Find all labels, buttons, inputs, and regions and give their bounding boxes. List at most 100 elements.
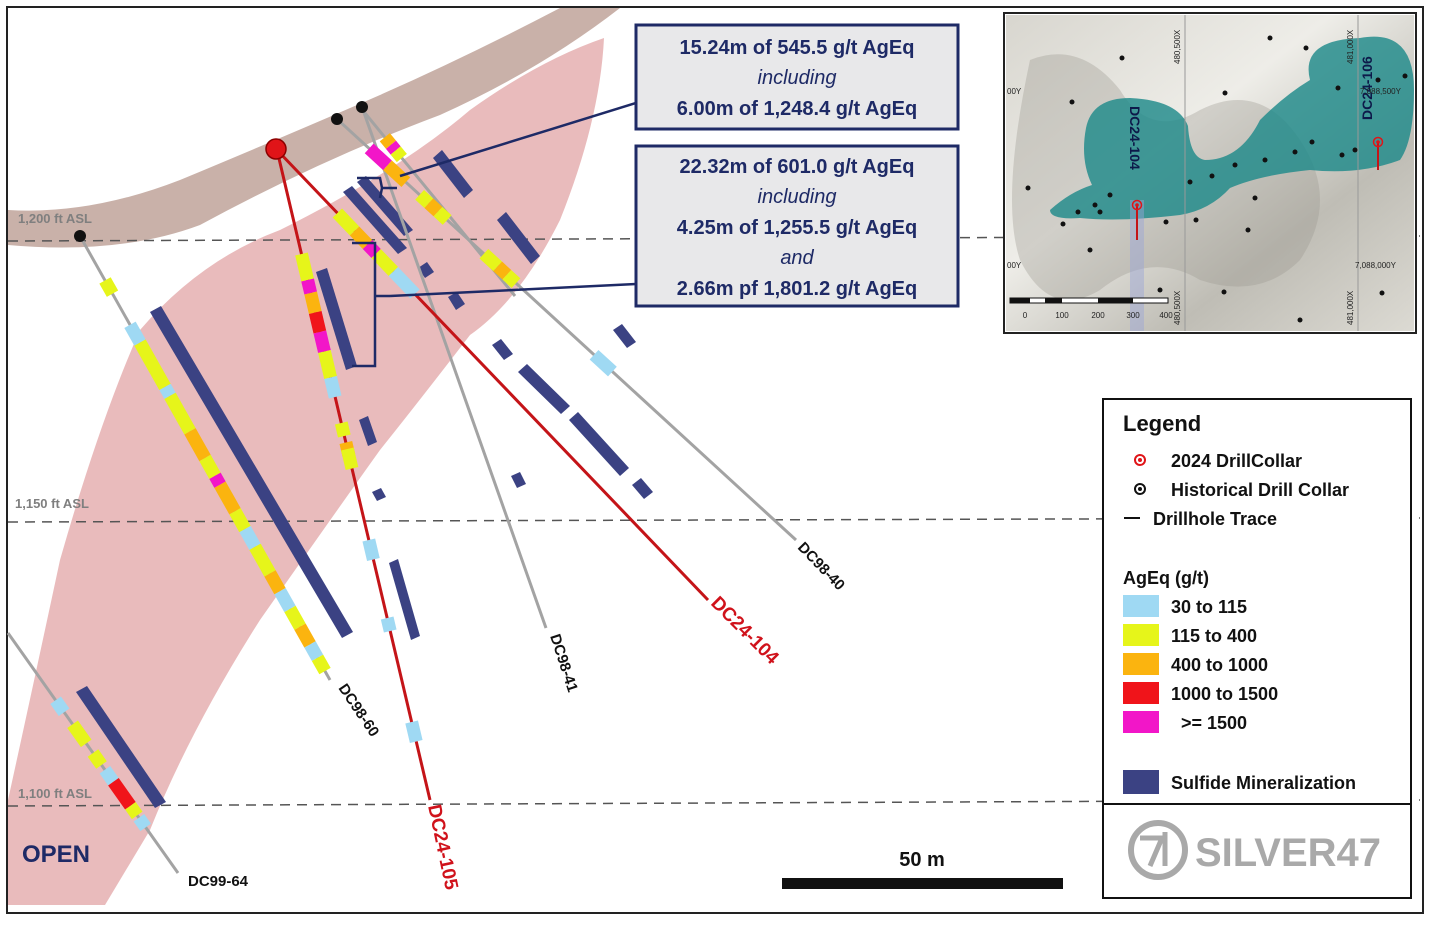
legend-grade-label: 30 to 115	[1171, 597, 1247, 617]
legend-swatch	[1123, 682, 1159, 704]
sulfide-bars	[76, 150, 653, 808]
assay-interval	[362, 538, 380, 561]
scale-bar-line	[782, 878, 1063, 889]
historical-collar	[331, 113, 343, 125]
callout-1-line-3: 6.00m of 1,248.4 g/t AgEq	[677, 98, 917, 120]
assay-interval	[108, 778, 136, 810]
new-collar	[265, 138, 287, 160]
historical-collar	[356, 101, 368, 113]
assay-interval	[383, 160, 411, 187]
inset-coord: 7,088,500Y	[1360, 87, 1402, 96]
sulfide-bar	[448, 292, 465, 310]
inset-mineralization	[1050, 36, 1414, 220]
assay-interval	[295, 252, 314, 282]
assay-interval	[249, 543, 276, 577]
sulfide-bar	[150, 306, 353, 638]
assay-interval	[67, 720, 92, 748]
assay-interval	[308, 311, 327, 334]
assay-interval	[405, 720, 423, 743]
inset-coord: 00Y	[1007, 87, 1022, 96]
sulfide-bar	[316, 268, 357, 370]
callout-1: 15.24m of 545.5 g/t AgEq including 6.00m…	[634, 23, 960, 131]
inset-scale-tick: 0	[1023, 311, 1028, 320]
callout-box-2	[634, 144, 960, 308]
assay-interval	[301, 278, 317, 295]
callout-connectors	[352, 101, 637, 368]
callout-2-line-4: and	[780, 247, 814, 269]
assay-interval	[239, 525, 261, 550]
legend-label-new-collar: 2024 DrillCollar	[1171, 451, 1302, 471]
assay-interval	[371, 249, 399, 276]
assay-interval	[87, 749, 107, 769]
assay-interval	[284, 605, 306, 630]
legend-swatch	[1123, 595, 1159, 617]
legend-label-hist-collar: Historical Drill Collar	[1171, 480, 1349, 500]
assay-interval	[380, 616, 397, 633]
assay-interval	[50, 696, 70, 716]
assay-interval	[334, 421, 351, 438]
assay-interval	[99, 277, 119, 297]
callout-2-line-2: including	[758, 186, 837, 208]
assay-interval	[274, 588, 296, 613]
scale-bar: 50 m	[782, 849, 1063, 889]
scale-bar-label: 50 m	[899, 849, 945, 871]
inset-label-dc24-104: DC24-104	[1127, 106, 1143, 170]
assay-interval	[379, 133, 397, 149]
open-label: OPEN	[22, 841, 90, 868]
logo-text: SILVER47	[1195, 831, 1381, 875]
bracket-1	[357, 176, 397, 199]
mineralized-zone	[8, 38, 604, 905]
sulfide-bar	[359, 416, 377, 446]
legend-swatch	[1123, 624, 1159, 646]
assay-interval	[133, 814, 152, 832]
inset-coord: 481,000X	[1346, 290, 1355, 325]
legend-frame	[1102, 398, 1412, 899]
assay-interval	[385, 140, 401, 155]
legend-grade-list: 30 to 115 115 to 400 400 to 1000 1000 to…	[1123, 595, 1278, 733]
legend-title: Legend	[1123, 411, 1201, 436]
inset-coord: 480,500X	[1173, 290, 1182, 325]
label-dc99-64: DC99-64	[188, 873, 249, 890]
assay-interval	[164, 392, 196, 435]
assay-interval	[415, 189, 434, 208]
assay-interval	[341, 447, 359, 470]
sulfide-bar	[389, 559, 420, 640]
assay-interval	[364, 143, 392, 171]
assay-interval	[264, 570, 286, 595]
sulfide-bar	[511, 472, 526, 488]
assay-interval	[318, 350, 337, 379]
connector-2	[389, 282, 637, 298]
assay-interval	[388, 267, 420, 299]
assay-interval	[199, 454, 221, 479]
black-collar-icon	[1134, 483, 1146, 495]
asl-label-1100: 1,100 ft ASL	[18, 786, 92, 801]
callout-box-1	[634, 23, 960, 131]
legend-grade-label: 1000 to 1500	[1171, 684, 1278, 704]
assay-interval	[493, 261, 512, 280]
assay-interval	[479, 248, 503, 272]
historical-collar	[74, 230, 86, 242]
assay-interval	[184, 428, 211, 462]
legend-sulfide-label: Sulfide Mineralization	[1171, 773, 1356, 793]
connector-1	[399, 101, 637, 178]
sulfide-bar	[343, 186, 407, 254]
legend-swatch	[1123, 653, 1159, 675]
assay-interval	[324, 376, 342, 399]
trace-dc98-41	[360, 106, 548, 629]
callout-2-line-1: 22.32m of 601.0 g/t AgEq	[680, 156, 915, 178]
callout-2-line-5: 2.66m pf 1,801.2 g/t AgEq	[677, 278, 917, 300]
inset-coord: 7,088,000Y	[1355, 261, 1397, 270]
assay-interval	[214, 481, 241, 515]
assay-interval	[209, 472, 226, 488]
sulfide-bar	[372, 488, 386, 501]
assay-interval	[304, 291, 322, 314]
topographic-surface	[8, 8, 620, 248]
inset-scale-tick: 100	[1055, 311, 1069, 320]
assay-interval	[390, 146, 407, 163]
inset-coord: 481,000X	[1346, 29, 1355, 64]
sulfide-bar	[76, 686, 166, 808]
assay-interval	[502, 269, 521, 288]
inset-new-collar	[1131, 199, 1143, 211]
assay-interval	[124, 321, 146, 346]
asl-label-1150: 1,150 ft ASL	[15, 496, 89, 511]
